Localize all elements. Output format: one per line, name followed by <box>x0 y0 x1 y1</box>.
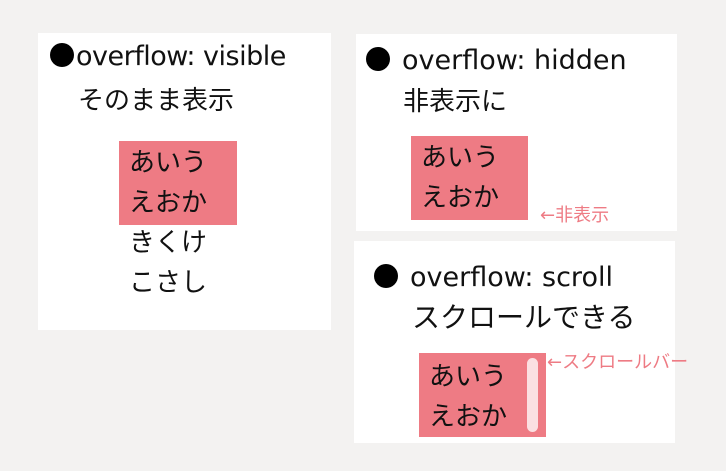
annotation-hidden: ←非表示 <box>540 205 610 226</box>
panel-overflow-visible: overflow: visible そのまま表示 あいう えおか きくけ こさし <box>38 33 331 330</box>
title-text: overflow: scroll <box>410 262 613 293</box>
bullet-icon <box>50 43 74 67</box>
scroll-box[interactable]: あいう えおか <box>419 353 546 437</box>
overflow-box: あいう えおか <box>411 136 528 220</box>
box-line: えおか <box>429 402 508 432</box>
overflow-box: あいう えおか きくけ こさし <box>119 141 237 298</box>
annotation-scrollbar: ←スクロールバー <box>547 352 689 373</box>
box-line: えおか <box>129 188 208 218</box>
overflow-line: きくけ <box>129 228 208 258</box>
panel-subtitle: 非表示に <box>403 87 508 117</box>
panel-subtitle: そのまま表示 <box>78 86 235 116</box>
title-text: overflow: hidden <box>402 45 627 76</box>
overflow-line: こさし <box>129 268 208 298</box>
panel-overflow-scroll: overflow: scroll スクロールできる あいう えおか ←スクロール… <box>354 241 688 443</box>
box-line: あいう <box>129 148 208 178</box>
panel-title: overflow: hidden <box>366 47 627 74</box>
bullet-icon <box>374 264 398 288</box>
panel-title: overflow: visible <box>50 43 286 70</box>
panel-subtitle: スクロールできる <box>412 301 636 334</box>
bullet-icon <box>366 47 390 71</box>
box-line: あいう <box>421 143 500 173</box>
title-text: overflow: visible <box>76 41 286 72</box>
panel-overflow-hidden: overflow: hidden 非表示に あいう えおか ←非表示 <box>356 34 677 231</box>
box-line: あいう <box>429 362 508 392</box>
panel-title: overflow: scroll <box>374 264 613 291</box>
box-line: えおか <box>421 183 500 213</box>
scrollbar-thumb[interactable] <box>527 358 538 432</box>
